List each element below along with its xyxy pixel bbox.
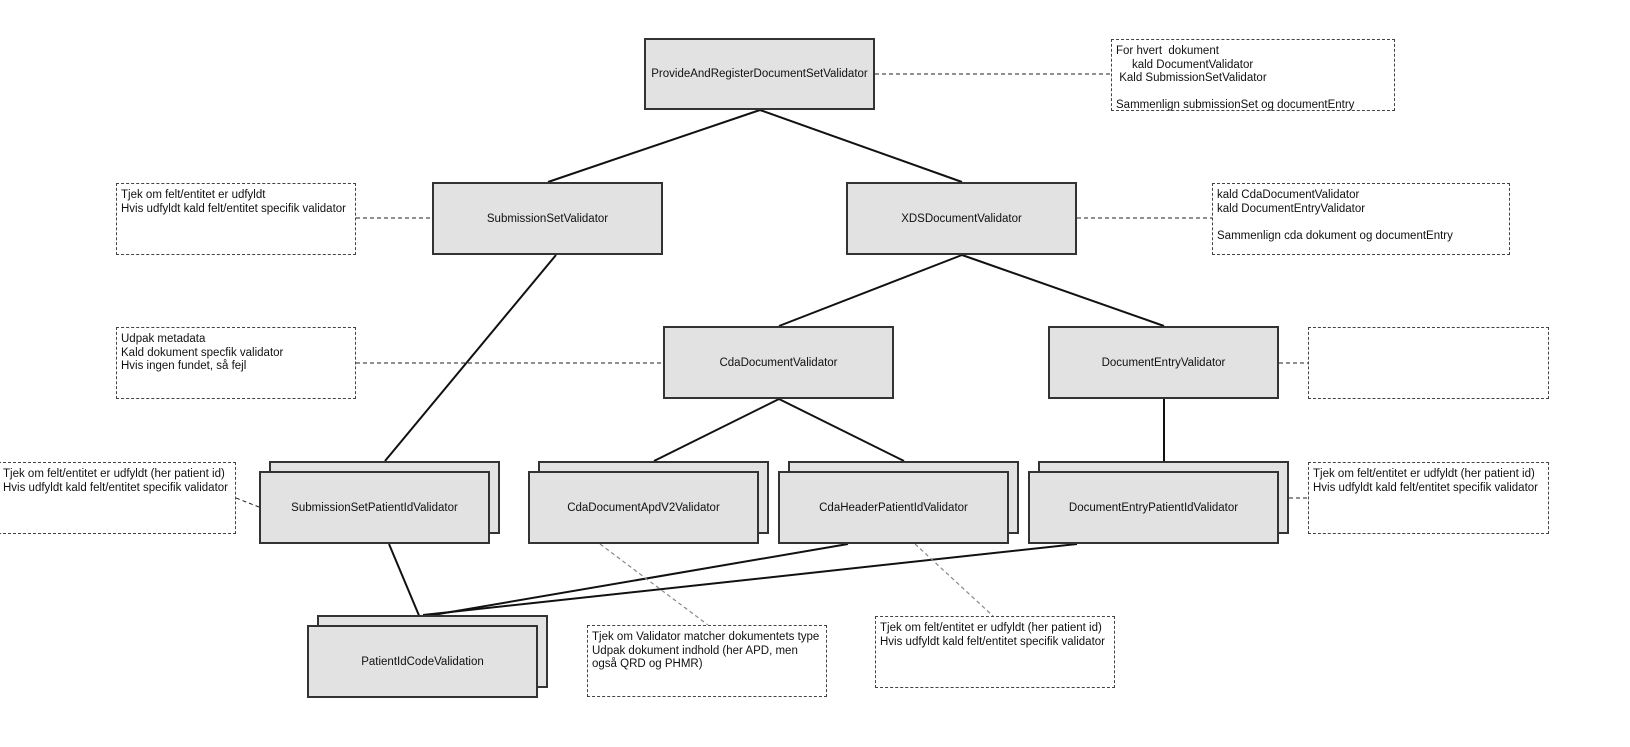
annotation-note: Tjek om felt/entitet er udfyldt (her pat… — [875, 616, 1115, 688]
annotation-link — [235, 497, 260, 508]
annotation-note: Tjek om felt/entitet er udfyldt (her pat… — [1308, 462, 1549, 534]
edge — [653, 398, 780, 462]
edge — [422, 543, 1078, 616]
node-chp[interactable]: CdaHeaderPatientIdValidator — [778, 471, 1009, 544]
node-label: DocumentEntryPatientIdValidator — [1068, 501, 1239, 514]
annotation-link — [599, 543, 709, 626]
node-label: PatientIdCodeValidation — [361, 655, 484, 668]
annotation-note — [1308, 327, 1549, 399]
node-xds[interactable]: XDSDocumentValidator — [846, 182, 1077, 255]
edge — [778, 398, 905, 462]
node-dev[interactable]: DocumentEntryValidator — [1048, 326, 1279, 399]
edge — [384, 254, 557, 462]
annotation-link — [914, 543, 994, 617]
node-cda[interactable]: CdaDocumentValidator — [663, 326, 894, 399]
edge — [432, 543, 849, 616]
edge — [388, 543, 424, 626]
node-pards[interactable]: ProvideAndRegisterDocumentSetValidator — [644, 38, 875, 110]
edge — [961, 254, 1165, 327]
node-label: XDSDocumentValidator — [901, 212, 1022, 225]
annotation-note: Udpak metadata Kald dokument specfik val… — [116, 327, 356, 399]
edge — [547, 109, 761, 183]
annotation-note: Tjek om Validator matcher dokumentets ty… — [587, 625, 827, 697]
node-sspid[interactable]: SubmissionSetPatientIdValidator — [259, 471, 490, 544]
node-label: SubmissionSetPatientIdValidator — [291, 501, 458, 514]
node-label: SubmissionSetValidator — [486, 212, 609, 225]
edge — [778, 254, 963, 327]
annotation-note: Tjek om felt/entitet er udfyldt (her pat… — [0, 462, 236, 534]
annotation-note: kald CdaDocumentValidator kald DocumentE… — [1212, 183, 1510, 255]
node-label: CdaDocumentValidator — [719, 356, 838, 369]
node-pidc[interactable]: PatientIdCodeValidation — [307, 625, 538, 698]
node-ssv[interactable]: SubmissionSetValidator — [432, 182, 663, 255]
annotation-note: Tjek om felt/entitet er udfyldt Hvis udf… — [116, 183, 356, 255]
annotation-note: For hvert dokument kald DocumentValidato… — [1111, 39, 1395, 111]
node-depid[interactable]: DocumentEntryPatientIdValidator — [1028, 471, 1279, 544]
node-apd[interactable]: CdaDocumentApdV2Validator — [528, 471, 759, 544]
node-label: CdaDocumentApdV2Validator — [567, 501, 720, 514]
node-label: DocumentEntryValidator — [1101, 356, 1226, 369]
node-label: CdaHeaderPatientIdValidator — [819, 501, 968, 514]
edge — [759, 109, 963, 183]
node-label: ProvideAndRegisterDocumentSetValidator — [651, 68, 868, 80]
